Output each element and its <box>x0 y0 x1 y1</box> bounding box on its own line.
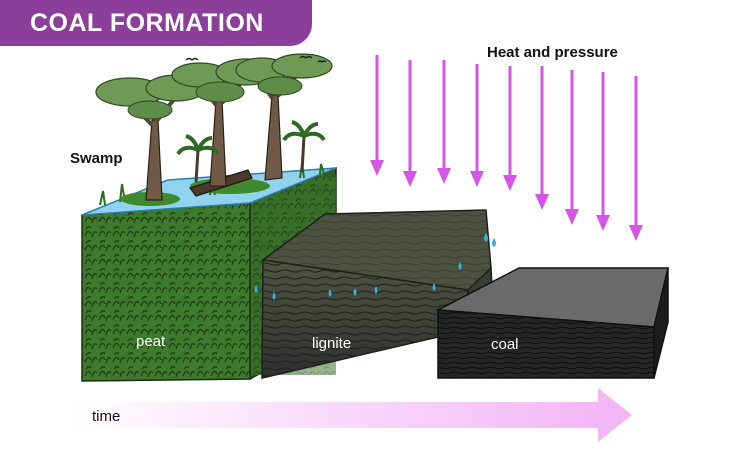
time-label: time <box>92 408 121 425</box>
pressure-arrow-1 <box>370 55 384 176</box>
peat-label: peat <box>136 333 166 350</box>
page-title: COAL FORMATION <box>30 9 264 37</box>
pressure-arrow-2 <box>403 60 417 187</box>
coal-label: coal <box>491 336 519 353</box>
palm-icon <box>176 134 220 183</box>
swamp-label: Swamp <box>70 150 123 167</box>
time-arrow <box>70 388 632 442</box>
lignite-label: lignite <box>312 335 352 352</box>
palm-icon <box>282 120 326 173</box>
pressure-arrow-6 <box>535 66 549 210</box>
bird-icon <box>185 55 327 63</box>
tree-icon <box>235 53 333 181</box>
title-banner: COAL FORMATION <box>0 0 312 46</box>
pressure-arrow-5 <box>503 66 517 191</box>
coal-block <box>435 267 669 379</box>
pressure-arrow-9 <box>629 76 643 241</box>
heat-and-pressure-label: Heat and pressure <box>487 44 618 61</box>
water-drop-icon <box>254 233 496 300</box>
pressure-arrow-8 <box>596 72 610 231</box>
pressure-arrow-4 <box>470 64 484 187</box>
pressure-arrow-3 <box>437 60 451 184</box>
pressure-arrow-7 <box>565 70 579 225</box>
heat-pressure-arrows <box>370 55 643 241</box>
